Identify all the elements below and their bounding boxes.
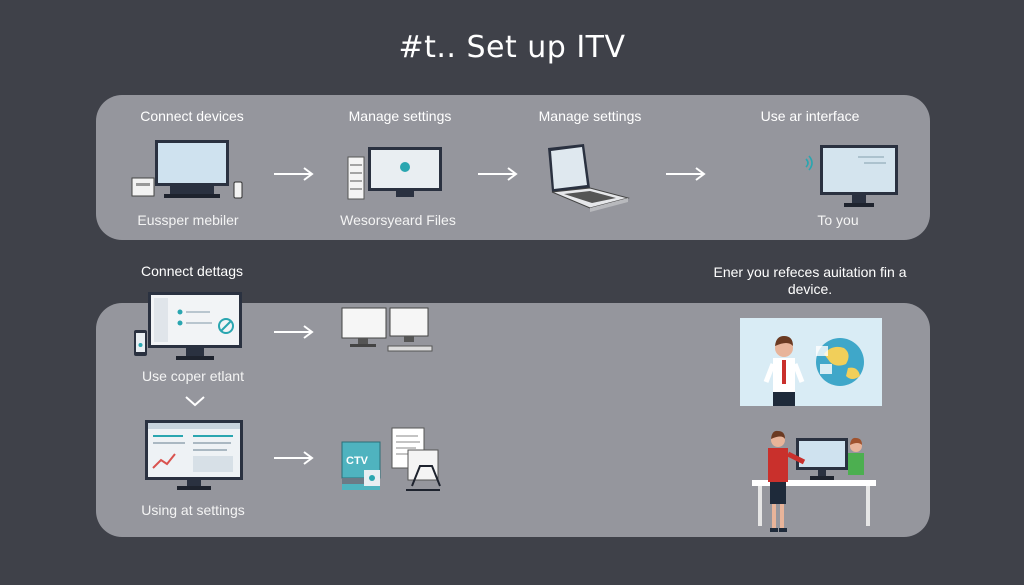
presenter-illustration — [740, 318, 882, 412]
step-1-caption: Eussper mebiler — [137, 212, 239, 228]
bottom-heading-left: Connect dettags — [141, 263, 243, 279]
step-3-heading: Manage settings — [538, 108, 642, 124]
person-icon — [763, 336, 805, 406]
step-4-caption: To you — [817, 212, 859, 228]
laptop-icon — [542, 142, 632, 214]
top-panel — [96, 95, 930, 240]
arrow-right-icon — [272, 324, 316, 340]
step-2-caption: Wesorsyeard Files — [340, 212, 456, 228]
row-2-caption: Using at settings — [141, 502, 245, 518]
page-title: #t.. Set up ITV — [398, 30, 626, 65]
document-icon — [340, 426, 446, 496]
row-1-caption: Use coper etlant — [142, 368, 244, 384]
step-2-heading: Manage settings — [348, 108, 452, 124]
file-icon-label: CTV — [346, 455, 368, 467]
arrow-right-icon — [272, 166, 316, 182]
monitor-icon — [130, 138, 250, 204]
office-illustration — [750, 428, 880, 538]
monitor-icon — [132, 290, 244, 364]
bottom-note-text: Ener you refeces auitation fin a device. — [713, 264, 907, 297]
step-1-heading: Connect devices — [140, 108, 244, 124]
wifi-icon — [800, 153, 816, 173]
server-icon — [346, 145, 446, 203]
monitor-icon — [340, 306, 436, 354]
step-4-heading: Use ar interface — [760, 108, 860, 124]
monitor-icon — [143, 418, 245, 494]
bottom-note: Ener you refeces auitation fin a device. — [710, 264, 910, 298]
arrow-right-icon — [272, 450, 316, 466]
arrow-right-icon — [476, 166, 520, 182]
chevron-down-icon — [184, 394, 206, 408]
monitor-icon — [818, 143, 900, 209]
arrow-right-icon — [664, 166, 708, 182]
